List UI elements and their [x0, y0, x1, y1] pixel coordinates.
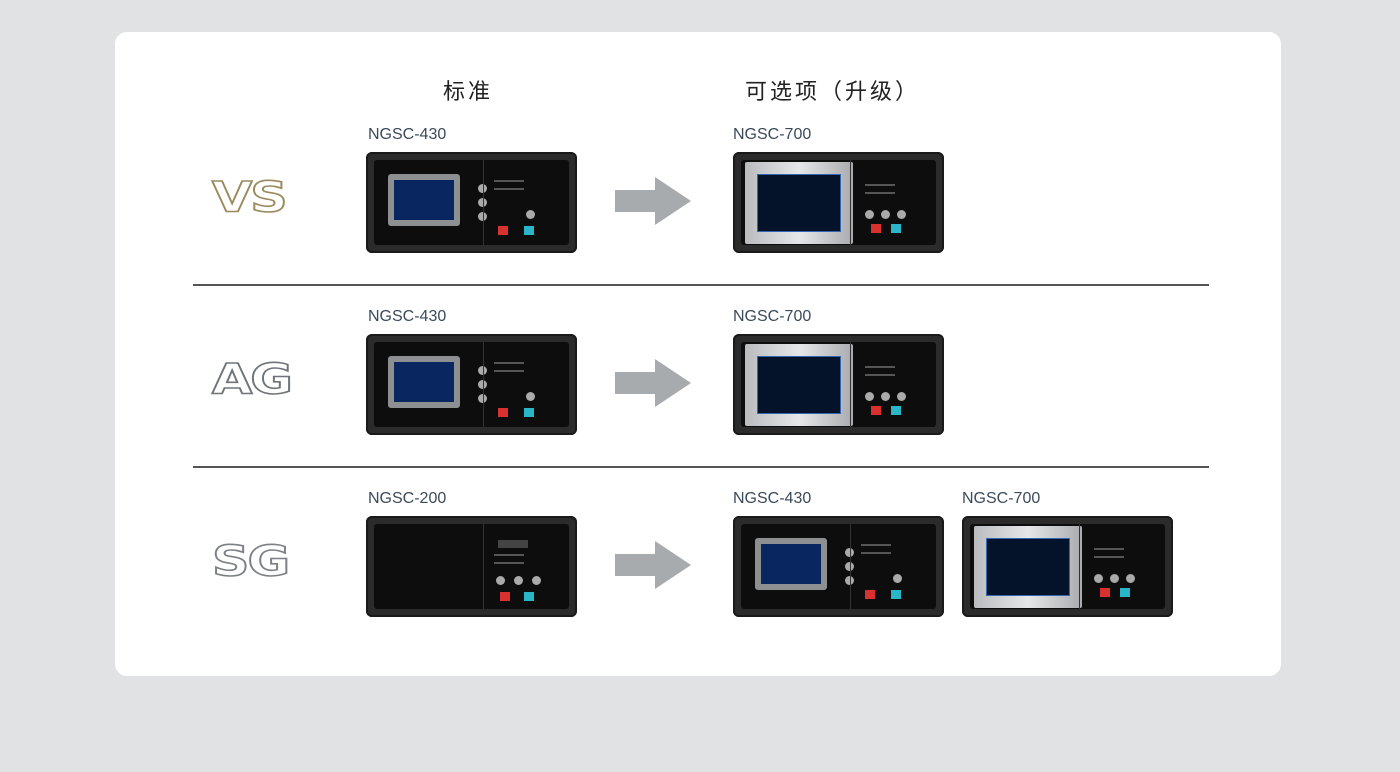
standard-model-label: NGSC-200 — [368, 490, 447, 507]
control-button — [478, 394, 487, 403]
stop-button-icon — [871, 406, 881, 415]
controller-ngsc-200 — [366, 516, 577, 617]
start-button-icon — [524, 592, 534, 601]
stop-button-icon — [500, 592, 510, 601]
display-screen — [974, 526, 1082, 608]
standard-header: 标准 — [443, 80, 494, 105]
start-button-icon — [891, 590, 901, 599]
control-button — [845, 562, 854, 571]
control-button — [478, 212, 487, 221]
stop-button-icon — [865, 590, 875, 599]
upgrade-arrow-icon — [615, 359, 691, 407]
display-screen — [388, 356, 460, 408]
controller-ngsc-430 — [366, 152, 577, 253]
stop-button-icon — [498, 226, 508, 235]
upgrade-arrow-icon — [615, 541, 691, 589]
controller-ngsc-430 — [733, 516, 944, 617]
control-button — [478, 184, 487, 193]
upgrade-model-label: NGSC-700 — [733, 126, 812, 143]
control-button — [845, 548, 854, 557]
display-screen — [745, 344, 853, 426]
upgrade-arrow-icon — [615, 177, 691, 225]
controller-ngsc-430 — [366, 334, 577, 435]
stop-button-icon — [498, 408, 508, 417]
controller-ngsc-700 — [733, 152, 944, 253]
start-button-icon — [891, 224, 901, 233]
series-logo-ag: AG — [211, 355, 294, 405]
series-logo-vs: VS — [211, 173, 289, 223]
standard-model-label: NGSC-430 — [368, 126, 447, 143]
display-screen — [388, 174, 460, 226]
upgrade-model-label: NGSC-700 — [962, 490, 1041, 507]
display-screen — [755, 538, 827, 590]
control-button — [478, 380, 487, 389]
start-button-icon — [524, 226, 534, 235]
upgrade-model-label: NGSC-700 — [733, 308, 812, 325]
control-button — [845, 576, 854, 585]
controller-ngsc-700 — [733, 334, 944, 435]
start-button-icon — [524, 408, 534, 417]
start-button-icon — [1120, 588, 1130, 597]
control-button — [478, 366, 487, 375]
series-logo-sg: SG — [211, 537, 291, 587]
standard-model-label: NGSC-430 — [368, 308, 447, 325]
start-button-icon — [891, 406, 901, 415]
optional-header: 可选项（升级） — [745, 80, 921, 105]
stop-button-icon — [1100, 588, 1110, 597]
stop-button-icon — [871, 224, 881, 233]
upgrade-model-label: NGSC-430 — [733, 490, 812, 507]
display-screen — [745, 162, 853, 244]
divider — [193, 466, 1209, 468]
control-button — [478, 198, 487, 207]
controller-ngsc-700 — [962, 516, 1173, 617]
divider — [193, 284, 1209, 286]
